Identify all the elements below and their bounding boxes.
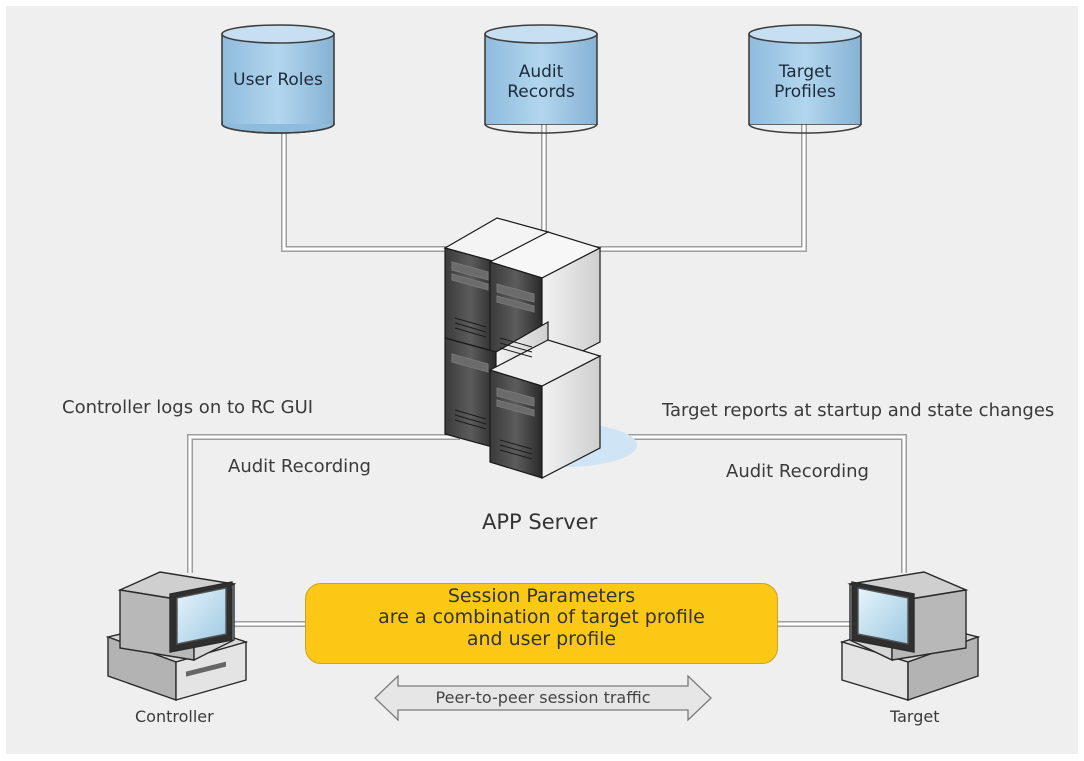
database-user-roles-icon <box>221 24 335 134</box>
controller-label: Controller <box>135 707 214 726</box>
db-label-audit-records: Audit Records <box>481 62 601 103</box>
database-audit-records-icon <box>484 24 598 134</box>
controller-logon-label: Controller logs on to RC GUI <box>62 397 314 418</box>
target-computer-icon <box>839 571 981 701</box>
target-label: Target <box>890 707 940 726</box>
left-audit-recording-label: Audit Recording <box>228 456 371 477</box>
connector-lines <box>187 120 907 627</box>
db-label-line: Records <box>507 82 575 103</box>
app-server-label: APP Server <box>482 510 598 534</box>
session-line: are a combination of target profile <box>378 606 705 629</box>
session-line: Session Parameters <box>447 585 636 607</box>
right-audit-recording-label: Audit Recording <box>726 461 869 482</box>
controller-computer-icon <box>105 571 249 701</box>
target-reports-label: Target reports at startup and state chan… <box>662 400 1055 421</box>
db-label-line: Audit <box>518 62 564 82</box>
db-label-line: Profiles <box>774 82 836 103</box>
db-label-target-profiles: Target Profiles <box>745 62 865 103</box>
session-line: and user profile <box>466 627 617 650</box>
database-target-profiles-icon <box>748 24 862 134</box>
db-label-line: User Roles <box>233 70 323 90</box>
db-label-user-roles: User Roles <box>218 70 338 90</box>
peer-to-peer-arrow <box>374 674 712 722</box>
db-label-line: Target <box>778 62 832 82</box>
peer-to-peer-label: Peer-to-peer session traffic <box>435 688 651 707</box>
app-server-icon <box>443 217 602 479</box>
session-parameters-box: Session Parameters are a combination of … <box>305 583 778 664</box>
